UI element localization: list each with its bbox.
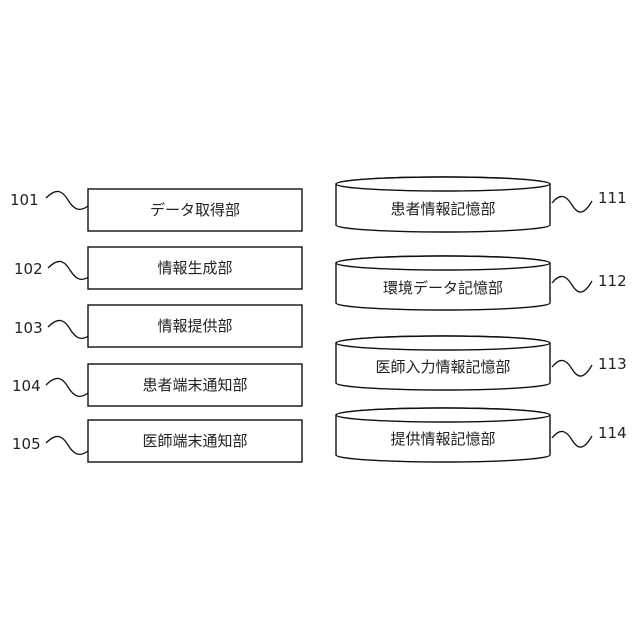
leader-line: [552, 360, 592, 376]
leader-line: [552, 431, 592, 447]
leader-line: [46, 378, 88, 396]
module-105: 105 医師端末通知部: [12, 420, 302, 462]
module-label: 情報生成部: [157, 259, 232, 277]
storage-label: 環境データ記憶部: [383, 279, 503, 297]
leader-line: [552, 276, 592, 292]
storage-label: 医師入力情報記憶部: [375, 358, 510, 376]
module-104: 104 患者端末通知部: [12, 364, 302, 406]
module-label: 患者端末通知部: [142, 376, 247, 394]
leader-line: [48, 320, 90, 338]
ref-label: 101: [10, 191, 39, 209]
ref-label: 111: [598, 189, 627, 207]
storage-114: 提供情報記憶部 114: [336, 408, 627, 462]
storage-top: [336, 177, 550, 191]
leader-line: [46, 191, 88, 209]
storage-112: 環境データ記憶部 112: [336, 256, 627, 310]
ref-label: 103: [14, 319, 43, 337]
leader-line: [48, 261, 90, 279]
leader-line: [552, 196, 592, 212]
storage-label: 患者情報記憶部: [390, 200, 495, 218]
module-103: 103 情報提供部: [14, 305, 302, 347]
leader-line: [46, 436, 88, 454]
ref-label: 112: [598, 272, 627, 290]
ref-label: 113: [598, 355, 627, 373]
ref-label: 104: [12, 377, 41, 395]
module-label: 医師端末通知部: [142, 432, 247, 450]
module-101: 101 データ取得部: [10, 189, 302, 231]
module-label: 情報提供部: [157, 317, 232, 335]
storage-113: 医師入力情報記憶部 113: [336, 336, 627, 390]
storage-top: [336, 336, 550, 350]
storage-top: [336, 256, 550, 270]
storage-label: 提供情報記憶部: [390, 430, 495, 448]
storage-111: 患者情報記憶部 111: [336, 177, 627, 232]
ref-label: 102: [14, 260, 43, 278]
ref-label: 114: [598, 424, 627, 442]
storage-top: [336, 408, 550, 422]
module-102: 102 情報生成部: [14, 247, 302, 289]
ref-label: 105: [12, 435, 41, 453]
module-label: データ取得部: [150, 201, 240, 219]
